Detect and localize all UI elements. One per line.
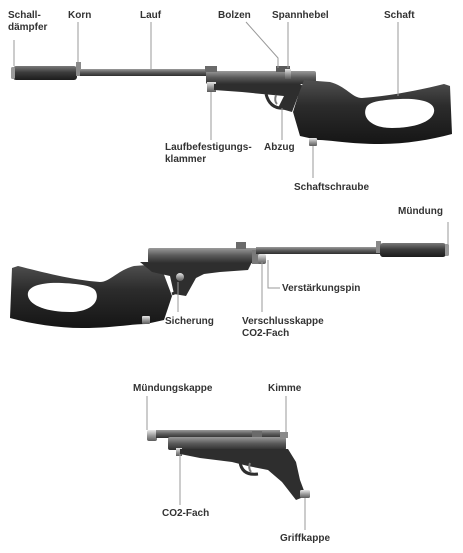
stock-shape-2 [10,264,172,328]
label-co2fach: CO2-Fach [162,508,210,519]
receiver-shape-3 [168,437,286,450]
carbine-right-drawing [11,62,452,146]
label-schaft: Schaft [384,10,415,21]
silencer-shape-2 [380,243,446,257]
label-verstaerkungspin: Verstärkungspin [282,283,361,294]
label-laufbefestigungsklammer: Laufbefestigungs- klammer [165,142,252,165]
label-korn: Korn [68,10,92,21]
barrel-clamp-shape [207,82,216,92]
label-schaftschraube: Schaftschraube [294,182,370,193]
pistol-leaders [146,396,306,530]
carbine-left-leaders [177,222,449,312]
stock-shape [293,80,452,144]
label-abzug: Abzug [264,142,295,153]
label-spannhebel: Spannhebel [272,10,329,21]
label-bolzen: Bolzen [218,10,251,21]
carbine-right-leaders [13,21,399,178]
label-griffkappe: Griffkappe [280,533,331,544]
receiver-shape-2 [148,248,258,263]
label-sicherung: Sicherung [165,316,214,327]
label-muendungskappe: Mündungskappe [133,383,213,394]
label-schalldaempfer: Schall- dämpfer [8,10,48,33]
label-lauf: Lauf [140,10,162,21]
label-kimme: Kimme [268,383,302,394]
label-muendung: Mündung [398,206,443,217]
front-sight-shape [76,62,81,76]
label-verschlusskappe: Verschlusskappe CO2-Fach [242,316,324,339]
pistol-drawing [147,430,310,500]
carbine-left-drawing [10,241,449,328]
grip-cap-shape [300,490,310,498]
barrel-shape-2 [256,247,380,254]
receiver-shape [206,71,316,84]
barrel-shape-3 [156,430,280,438]
barrel-shape [80,69,210,76]
muzzle-cap-shape [147,430,157,441]
silencer-shape [13,66,77,80]
end-cap-shape [258,254,266,264]
